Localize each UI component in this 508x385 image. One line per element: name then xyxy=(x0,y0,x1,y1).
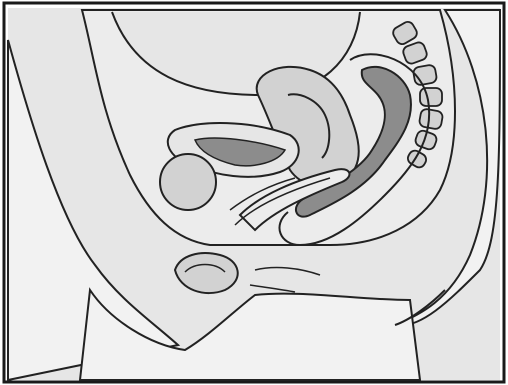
pubic-bone xyxy=(160,154,216,210)
